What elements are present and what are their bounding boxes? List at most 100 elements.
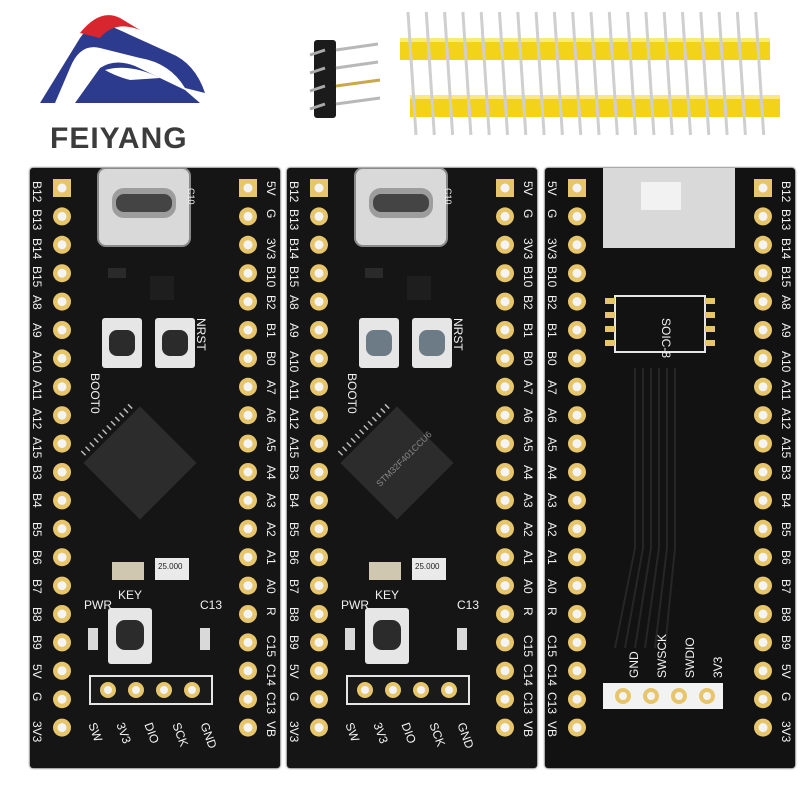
pin-hole [758, 467, 768, 477]
pwr-label: PWR [84, 598, 112, 612]
header-pin [498, 11, 509, 136]
pin-label-right: B3 [779, 465, 793, 480]
pin-label-left: B13 [30, 209, 44, 231]
pin-hole [314, 694, 324, 704]
pin-hole [572, 268, 582, 278]
pin-hole [758, 723, 768, 733]
header-pin [479, 11, 491, 136]
pin-hole [314, 325, 324, 335]
pin-label-right: C13 [264, 692, 278, 715]
pwr-led [88, 628, 98, 650]
pin-hole [572, 183, 582, 193]
pin-hole [572, 353, 582, 363]
pin-hole [57, 552, 67, 562]
soic-pad [605, 340, 615, 346]
pin-label-right: 3V3 [521, 237, 535, 260]
chip-pin [384, 403, 390, 410]
pin-hole [572, 552, 582, 562]
button-cap [162, 330, 188, 356]
pin-hole [314, 268, 324, 278]
soic-8-footprint [614, 295, 706, 353]
pin-hole [572, 666, 582, 676]
regulator-chip [150, 276, 174, 300]
pin-hole [57, 325, 67, 335]
chip-pin [93, 437, 99, 444]
pin-hole [57, 723, 67, 733]
pin-hole [572, 524, 582, 534]
pcb-trace [664, 368, 676, 649]
pin-hole [314, 552, 324, 562]
key-label: KEY [375, 588, 400, 602]
brand-name: FEIYANG [50, 122, 188, 155]
pin-hole [572, 694, 582, 704]
pcb-trace [624, 368, 644, 649]
pin-hole [572, 637, 582, 647]
pin-label-right: 3V3 [779, 720, 793, 742]
pin-label-left: C13 [545, 692, 559, 715]
pin-label-left: 5V [287, 663, 301, 679]
chip-pin [371, 416, 378, 422]
pin-hole [758, 297, 768, 307]
pin-label-right: C14 [521, 663, 535, 686]
c13-led [200, 628, 210, 650]
pin-label-left: B6 [287, 550, 301, 565]
header-pins [406, 11, 766, 136]
pin-label-left: A11 [287, 379, 301, 401]
pin-hole [500, 637, 510, 647]
header-pin [516, 11, 528, 136]
mcu-chip [83, 406, 197, 520]
header-pin [552, 11, 564, 136]
chip-pin [346, 441, 352, 448]
pin-hole [314, 609, 324, 619]
pwr-led [345, 628, 355, 650]
chip-pin [85, 446, 91, 452]
pin-hole [243, 723, 253, 733]
pin-label-right: VB [264, 720, 278, 737]
pin-hole [57, 297, 67, 307]
pin-hole [500, 609, 510, 619]
pin-hole [243, 353, 253, 363]
pin-label-right: 5V [264, 181, 278, 196]
pin-label-left: G [545, 209, 559, 219]
pin-hole [500, 297, 510, 307]
pin-label-right: A1 [264, 550, 278, 565]
pin-hole [57, 211, 67, 221]
swd-hole [675, 692, 683, 700]
pin-hole [758, 666, 768, 676]
pin-label-right: B10 [264, 266, 278, 288]
chip-pin [118, 412, 125, 418]
pcb-trace [614, 368, 636, 649]
pin-hole [314, 524, 324, 534]
swd-pin-label: 3V3 [711, 656, 725, 678]
swd-hole [445, 686, 453, 694]
c10-label: C10 [186, 188, 196, 205]
header-pin [662, 11, 674, 136]
pin-hole [572, 297, 582, 307]
pin-hole [57, 666, 67, 676]
pin-hole [243, 609, 253, 619]
pin-hole [243, 666, 253, 676]
crystal-label: 25.000 [415, 562, 440, 571]
pin-hole [500, 495, 510, 505]
pin-label-right: A7 [264, 379, 278, 395]
pin-hole [500, 581, 510, 591]
feiyang-logo-icon [40, 15, 205, 103]
chip-pin [127, 403, 133, 410]
pin-hole [758, 552, 768, 562]
soic-pad [705, 326, 715, 332]
pwr-label: PWR [341, 598, 369, 612]
pin-hole [243, 439, 253, 449]
pin-label-right: A1 [521, 550, 535, 565]
pin-label-left: A1 [545, 550, 559, 565]
chip-pin [367, 420, 373, 427]
brand-logo: FEIYANG [20, 8, 230, 158]
pin-label-left: A3 [545, 493, 559, 509]
pin-hole [572, 211, 582, 221]
pin-label-right: B2 [521, 294, 535, 310]
header-pin [406, 11, 418, 136]
pin-label-right: C15 [521, 635, 535, 658]
swd-hole [389, 686, 397, 694]
pin-hole [314, 495, 324, 505]
board-graphic [310, 168, 514, 737]
pin-label-right: B10 [521, 266, 535, 288]
